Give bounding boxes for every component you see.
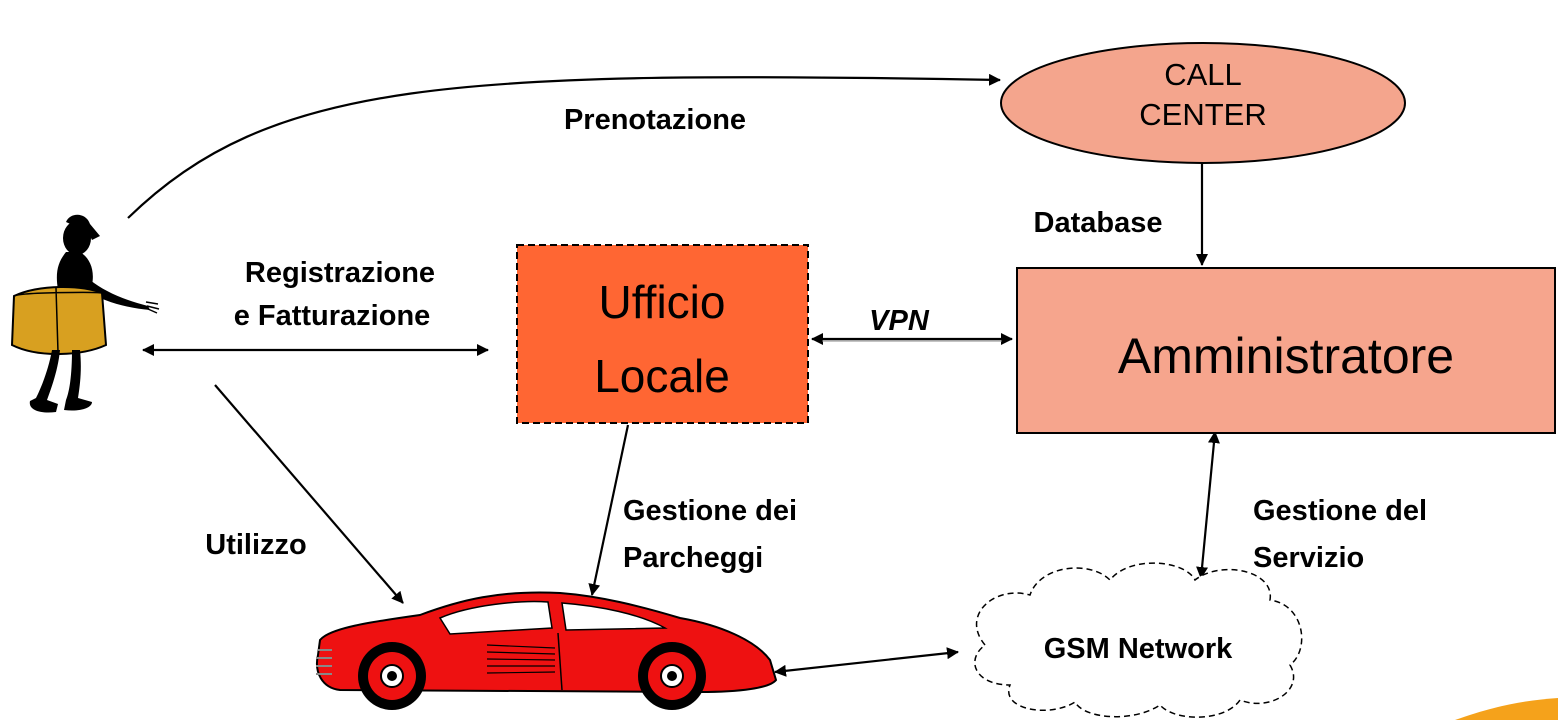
ufficio-locale-shape <box>516 244 809 424</box>
person-with-package-icon <box>10 214 160 413</box>
gestione-servizio-arrow <box>1196 431 1220 579</box>
amministratore-label: Amministratore <box>1118 328 1454 384</box>
amministratore-shape <box>1016 267 1556 434</box>
gestione-parcheggi-label-line2: Parcheggi <box>623 542 763 574</box>
prenotazione-label: Prenotazione <box>564 104 746 136</box>
ufficio-locale-line1: Ufficio <box>599 276 726 328</box>
ufficio-locale-node: Ufficio Locale <box>516 244 809 424</box>
call-center-line1: CALL <box>1164 57 1242 92</box>
vpn-arrow <box>811 333 1013 345</box>
utilizzo-label: Utilizzo <box>205 529 307 561</box>
call-center-node: CALL CENTER <box>1000 42 1406 164</box>
gestione-parcheggi-label-line1: Gestione dei <box>623 495 797 527</box>
car-rear-wheel <box>358 642 426 710</box>
amministratore-node: Amministratore <box>1016 267 1556 434</box>
ufficio-locale-line2: Locale <box>594 350 730 402</box>
utilizzo-arrow <box>214 384 404 604</box>
call-center-shape <box>1000 42 1406 164</box>
registrazione-label-line2: e Fatturazione <box>234 300 431 332</box>
gsm-cloud-shape <box>974 562 1303 718</box>
database-label: Database <box>1034 207 1163 239</box>
orange-corner-decoration <box>1455 698 1558 720</box>
vpn-label: VPN <box>869 305 930 337</box>
gsm-network-label: GSM Network <box>1044 633 1233 665</box>
gsm-car-arrow <box>774 647 959 677</box>
car-front-wheel <box>638 642 706 710</box>
red-sports-car-icon <box>316 591 778 710</box>
prenotazione-arrow <box>127 73 1001 219</box>
gestione-parcheggi-arrow <box>588 424 630 596</box>
gestione-servizio-label-line1: Gestione del <box>1253 495 1427 527</box>
registrazione-label-line1: Registrazione <box>245 257 435 289</box>
call-center-line2: CENTER <box>1139 97 1266 132</box>
gestione-servizio-label-line2: Servizio <box>1253 542 1364 574</box>
gsm-network-node: GSM Network <box>974 562 1303 718</box>
